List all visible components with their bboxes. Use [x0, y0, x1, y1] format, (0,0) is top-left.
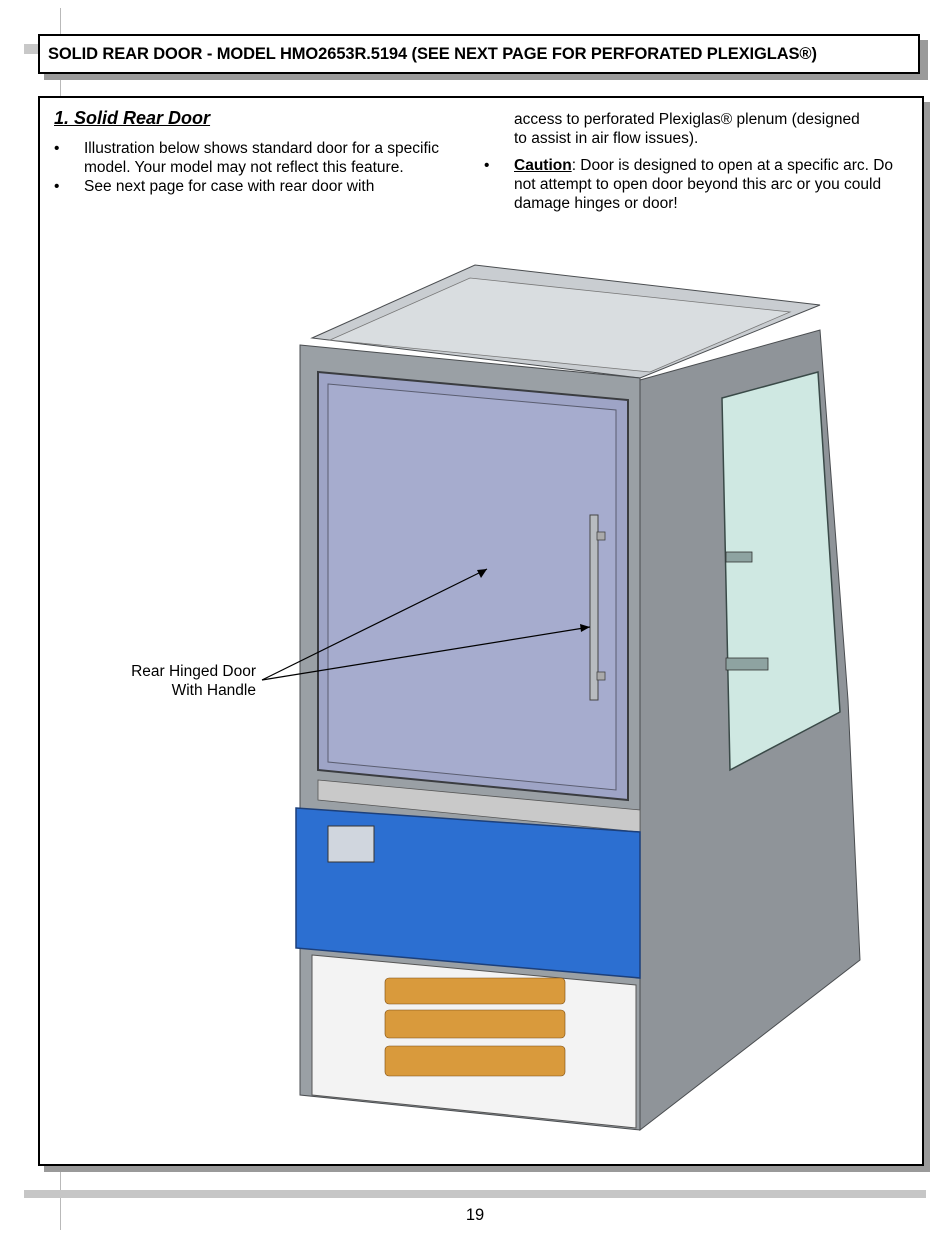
arrowhead-handle [580, 624, 590, 632]
case-top-inner [328, 277, 792, 373]
bullet-text: Illustration below shows standard door f… [84, 140, 439, 176]
bullet-item: • Illustration below shows standard door … [54, 139, 464, 177]
drawer-latch [327, 825, 375, 863]
leader-line-door [261, 568, 488, 681]
bullet-text: See next page for case with rear door wi… [84, 178, 375, 195]
caution-label: Caution [514, 157, 572, 174]
page-title: SOLID REAR DOOR - MODEL HMO2653R.5194 (S… [48, 44, 817, 63]
callout-line: Rear Hinged Door [131, 663, 256, 680]
rear-door-inner [327, 383, 617, 791]
margin-guide-mark [24, 44, 38, 54]
glass-shelf-upper [725, 551, 753, 563]
door-handle-mount-top [596, 531, 606, 541]
blue-drawer-panel [295, 807, 641, 979]
side-glass [721, 371, 841, 772]
bullet-list-right: • Caution: Door is designed to open at a … [484, 156, 894, 213]
bullet-continuation: access to perforated Plexiglas® plenum (… [514, 111, 860, 147]
page-number: 19 [465, 1206, 485, 1224]
bullet-list-left: • Illustration below shows standard door … [54, 139, 464, 196]
caution-text: : Door is designed to open at a specific… [514, 157, 894, 212]
grille-vents [384, 977, 566, 1077]
glass-shelf-lower [725, 657, 769, 671]
arrowhead-door [477, 569, 487, 578]
leader-line-handle [261, 626, 591, 681]
callout-line: With Handle [171, 682, 256, 699]
section-title: 1. Solid Rear Door [54, 108, 211, 128]
footer-bar [24, 1190, 926, 1198]
bullet-item-caution: • Caution: Door is designed to open at a … [484, 156, 894, 213]
callout-label: Rear Hinged Door With Handle [96, 662, 256, 700]
header-box: SOLID REAR DOOR - MODEL HMO2653R.5194 (S… [38, 34, 920, 74]
bullet-dot: • [54, 140, 60, 157]
bullet-dot: • [484, 157, 490, 174]
door-handle-mount-bottom [596, 671, 606, 681]
door-handle [589, 514, 599, 701]
bullet-dot: • [54, 178, 60, 195]
bullet-item: • See next page for case with rear door w… [54, 177, 464, 196]
